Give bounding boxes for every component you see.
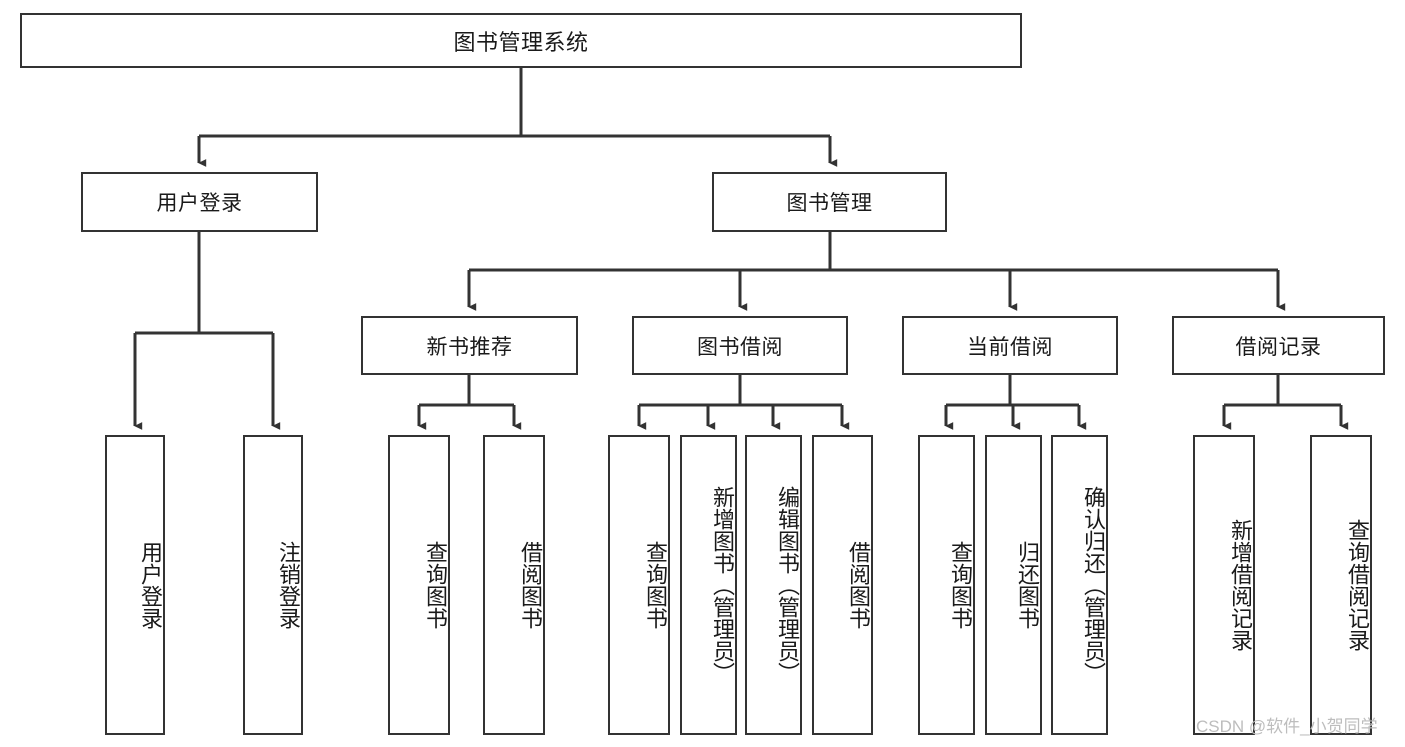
node-leaf-borrow-book-recommend[interactable]: 借阅图书 xyxy=(483,435,545,735)
node-leaf-user-login[interactable]: 用户登录 xyxy=(105,435,165,735)
node-level2-book-borrow[interactable]: 图书借阅 xyxy=(632,316,848,375)
watermark-label: CSDN @软件_小贺同学 xyxy=(1196,717,1378,736)
node-level2-new-book-recommend[interactable]: 新书推荐 xyxy=(361,316,578,375)
node-leaf-query-borrow-record[interactable]: 查询借阅记录 xyxy=(1310,435,1372,735)
node-leaf-query-book-recommend[interactable]: 查询图书 xyxy=(388,435,450,735)
node-leaf-query-book-current[interactable]: 查询图书 xyxy=(918,435,975,735)
node-leaf-edit-book-admin[interactable]: 编辑图书（管理员） xyxy=(745,435,802,735)
node-leaf-query-book-borrow[interactable]: 查询图书 xyxy=(608,435,670,735)
node-leaf-return-book[interactable]: 归还图书 xyxy=(985,435,1042,735)
node-level1-user-login[interactable]: 用户登录 xyxy=(81,172,318,232)
node-leaf-confirm-return-admin[interactable]: 确认归还（管理员） xyxy=(1051,435,1108,735)
node-leaf-add-book-admin[interactable]: 新增图书（管理员） xyxy=(680,435,737,735)
node-leaf-add-borrow-record[interactable]: 新增借阅记录 xyxy=(1193,435,1255,735)
node-leaf-logout[interactable]: 注销登录 xyxy=(243,435,303,735)
node-level2-current-borrow[interactable]: 当前借阅 xyxy=(902,316,1118,375)
node-level1-book-management[interactable]: 图书管理 xyxy=(712,172,947,232)
node-leaf-borrow-book[interactable]: 借阅图书 xyxy=(812,435,873,735)
node-root[interactable]: 图书管理系统 xyxy=(20,13,1022,68)
node-level2-borrow-record[interactable]: 借阅记录 xyxy=(1172,316,1385,375)
